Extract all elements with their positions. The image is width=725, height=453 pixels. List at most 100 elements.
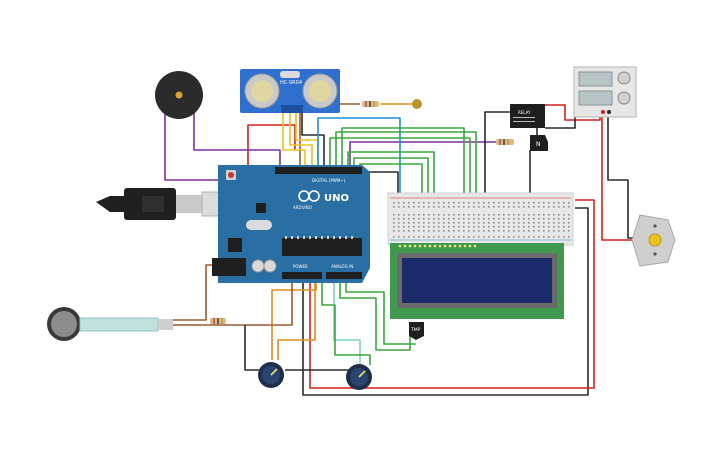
wire-sonar-vcc[interactable]: [282, 113, 306, 168]
breadboard-hole: [463, 226, 465, 228]
breadboard-hole: [458, 202, 460, 204]
wire-power-bottom[interactable]: [309, 199, 595, 389]
wire-sonar-gnd[interactable]: [301, 113, 325, 168]
breadboard-hole: [483, 230, 485, 232]
wire-relay-coil[interactable]: [484, 111, 512, 200]
wire-force-gnd[interactable]: [244, 325, 266, 371]
wire-pot1-orange-2[interactable]: [277, 272, 316, 360]
breadboard-hole: [518, 226, 520, 228]
lcd-display[interactable]: [390, 243, 564, 319]
breadboard-hole: [473, 236, 475, 238]
breadboard-hole: [528, 226, 530, 228]
breadboard-hole: [413, 230, 415, 232]
relay[interactable]: RELAY: [510, 104, 545, 128]
wire-blue-lcd[interactable]: [317, 117, 401, 200]
wire-buzzer[interactable]: [193, 110, 281, 168]
wire-lcd-d4[interactable]: [347, 151, 435, 200]
breadboard-hole: [483, 218, 485, 220]
wire-supply-neg[interactable]: [607, 112, 640, 239]
breadboard-hole: [428, 206, 430, 208]
breadboard-hole: [423, 226, 425, 228]
wire-lcd-d1[interactable]: [329, 137, 471, 200]
breadboard-hole: [508, 214, 510, 216]
ultrasonic-sensor[interactable]: HC-SR04: [240, 69, 340, 113]
breadboard-hole: [463, 236, 465, 238]
transistor[interactable]: N: [530, 135, 548, 151]
breadboard-hole: [488, 230, 490, 232]
breadboard-hole: [488, 202, 490, 204]
breadboard-hole: [523, 230, 525, 232]
breadboard-hole: [553, 214, 555, 216]
breadboard-hole: [543, 230, 545, 232]
breadboard-hole: [533, 206, 535, 208]
breadboard-hole: [563, 218, 565, 220]
breadboard-hole: [563, 226, 565, 228]
breadboard-hole: [528, 236, 530, 238]
potentiometer-1[interactable]: [258, 362, 284, 388]
force-resistor[interactable]: [210, 318, 226, 324]
wire-analog-green-1[interactable]: [339, 272, 411, 351]
wire-transistor-base[interactable]: [349, 141, 497, 168]
wire-lcd-d2[interactable]: [335, 131, 477, 200]
breadboard-hole: [463, 214, 465, 216]
breadboard-hole: [428, 236, 430, 238]
wire-lcd-d5[interactable]: [353, 157, 429, 200]
breadboard-hole: [478, 214, 480, 216]
wire-force-sensor-2[interactable]: [173, 272, 293, 326]
potentiometer-2[interactable]: [346, 364, 372, 390]
breadboard-hole: [438, 226, 440, 228]
breadboard-hole: [523, 202, 525, 204]
usb-cable[interactable]: [96, 188, 225, 220]
breadboard-hole: [498, 236, 500, 238]
breadboard-hole: [543, 202, 545, 204]
wire-sonar-trig[interactable]: [289, 113, 313, 168]
breadboard-hole: [503, 218, 505, 220]
breadboard-hole: [448, 206, 450, 208]
breadboard-hole: [398, 226, 400, 228]
wire-lcd-d3[interactable]: [341, 127, 465, 200]
breadboard-hole: [568, 226, 570, 228]
dc-motor[interactable]: [631, 214, 676, 267]
breadboard-hole: [533, 222, 535, 224]
temperature-sensor[interactable]: TMP: [409, 322, 424, 340]
wire-analog-green-2[interactable]: [345, 272, 416, 345]
breadboard-hole: [518, 218, 520, 220]
wire-ground-bottom[interactable]: [302, 207, 589, 396]
breadboard-hole: [428, 230, 430, 232]
arduino-infinity-logo: [298, 190, 320, 202]
wire-power-top[interactable]: [247, 124, 296, 165]
breadboard-hole: [453, 214, 455, 216]
wire-analog-teal[interactable]: [333, 272, 361, 365]
breadboard-hole: [453, 218, 455, 220]
breadboard-hole: [498, 206, 500, 208]
breadboard-hole: [563, 222, 565, 224]
wire-motor-pos[interactable]: [601, 112, 640, 241]
piezo-buzzer-icon: [175, 91, 183, 99]
breadboard-hole: [518, 206, 520, 208]
wire-analog-green-3[interactable]: [321, 272, 371, 365]
breadboard-hole: [443, 206, 445, 208]
breadboard-hole: [468, 230, 470, 232]
breadboard-hole: [518, 214, 520, 216]
breadboard-hole: [468, 202, 470, 204]
breadboard-hole: [393, 226, 395, 228]
breadboard-hole: [503, 202, 505, 204]
breadboard-hole: [483, 236, 485, 238]
breadboard-hole: [478, 236, 480, 238]
breadboard-hole: [458, 218, 460, 220]
breadboard-hole: [433, 236, 435, 238]
breadboard-hole: [543, 222, 545, 224]
breadboard-hole: [418, 236, 420, 238]
piezo-buzzer[interactable]: [155, 71, 203, 119]
breadboard[interactable]: [387, 192, 574, 246]
transistor-resistor[interactable]: [496, 139, 514, 145]
breadboard-hole: [488, 218, 490, 220]
force-sensor[interactable]: [47, 307, 173, 341]
arduino-uno[interactable]: DIGITAL (PWM~) UNO ARDUINO POWER ANALOG …: [212, 165, 370, 283]
power-supply[interactable]: [573, 66, 637, 118]
breadboard-hole: [498, 218, 500, 220]
led[interactable]: [412, 99, 422, 109]
breadboard-hole: [413, 206, 415, 208]
led-resistor[interactable]: [362, 101, 379, 107]
breadboard-hole: [413, 202, 415, 204]
